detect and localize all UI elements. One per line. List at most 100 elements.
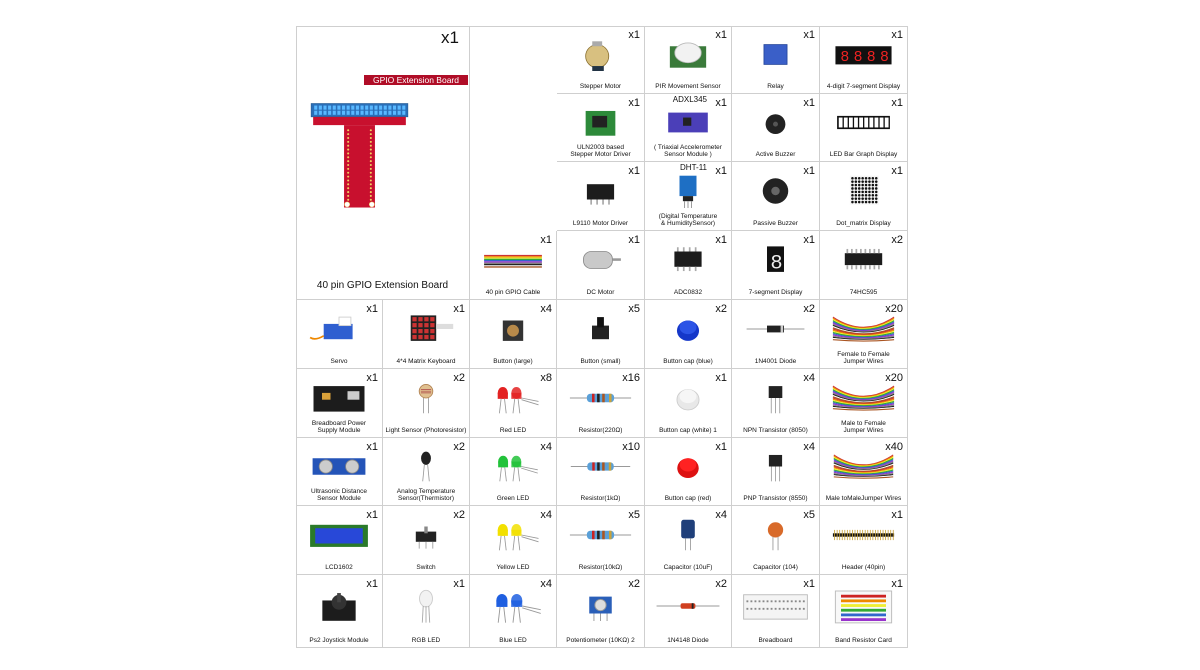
component-label: Analog Temperature Sensor(Thermistor): [396, 487, 456, 502]
component-label: Dot_matrix Display: [836, 219, 891, 227]
component-image: [476, 381, 550, 415]
component-image: [476, 450, 550, 483]
component-model-label: DHT-11: [680, 163, 707, 172]
component-image: [563, 381, 638, 415]
component-quantity: x1: [453, 303, 465, 315]
component-label: Servo: [330, 357, 348, 365]
component-image: [651, 518, 725, 552]
component-quantity: x1: [803, 29, 815, 41]
component-image: [826, 450, 901, 483]
component-quantity: x2: [453, 441, 465, 453]
component-quantity: x2: [453, 509, 465, 521]
component-image: [738, 587, 813, 625]
component-quantity: x1: [366, 441, 378, 453]
component-quantity: x1: [441, 28, 459, 47]
component-image: [563, 312, 638, 346]
component-label: Breadboard: [758, 636, 793, 644]
component-quantity: x1: [628, 29, 640, 41]
component-quantity: x20: [885, 372, 903, 384]
component-quantity: x10: [622, 441, 640, 453]
component-label: Button cap (blue): [663, 357, 713, 365]
component-label: RGB LED: [411, 636, 441, 644]
component-image: [563, 174, 638, 208]
svg-text:8: 8: [854, 50, 863, 66]
svg-text:8: 8: [840, 50, 849, 66]
component-label: Passive Buzzer: [753, 219, 798, 227]
component-image: [389, 450, 463, 483]
component-quantity: x2: [715, 578, 727, 590]
component-image: [389, 312, 463, 346]
component-quantity: x2: [803, 303, 815, 315]
component-quantity: x1: [891, 578, 903, 590]
component-image: [651, 312, 725, 346]
component-label: ( Triaxial Accelerometer Sensor Module ): [654, 143, 722, 158]
component-label: DC Motor: [586, 288, 615, 296]
component-quantity: x1: [366, 509, 378, 521]
component-quantity: x4: [540, 578, 552, 590]
component-label: Button (large): [493, 357, 533, 365]
component-quantity: x1: [715, 97, 727, 109]
component-quantity: x1: [803, 165, 815, 177]
component-quantity: x1: [891, 165, 903, 177]
component-image: [389, 381, 463, 415]
component-quantity: x1: [715, 29, 727, 41]
component-image: [738, 312, 813, 346]
component-image: [651, 243, 725, 277]
component-image: [302, 312, 376, 346]
component-image: [738, 381, 813, 415]
component-image: [563, 518, 638, 552]
component-quantity: x1: [628, 234, 640, 246]
component-label: L9110 Motor Driver: [572, 219, 629, 227]
component-quantity: x40: [885, 441, 903, 453]
component-label: Button (small): [580, 357, 621, 365]
component-image: [563, 38, 638, 71]
component-quantity: x1: [891, 29, 903, 41]
component-label: 4*4 Matrix Keyboard: [396, 357, 456, 365]
component-label: PIR Movement Sensor: [655, 82, 721, 90]
component-quantity: x1: [628, 165, 640, 177]
component-quantity: x1: [803, 234, 815, 246]
component-image: [826, 174, 901, 208]
component-quantity: x1: [715, 234, 727, 246]
component-image: [563, 450, 638, 483]
component-quantity: x4: [540, 441, 552, 453]
component-label: (Digital Temperature & HumiditySensor): [658, 212, 718, 227]
component-label: Header (40pin): [841, 563, 886, 571]
component-image: [826, 518, 901, 552]
component-label: Relay: [767, 82, 784, 90]
component-image: [651, 587, 725, 625]
component-image: [826, 381, 901, 415]
component-quantity: x1: [715, 165, 727, 177]
component-label: Male to Female Jumper Wires: [841, 419, 886, 434]
component-quantity: x4: [715, 509, 727, 521]
component-quantity: x5: [628, 509, 640, 521]
component-label: Red LED: [499, 426, 527, 434]
component-image: [826, 243, 901, 277]
component-quantity: x1: [891, 509, 903, 521]
component-quantity: x1: [453, 578, 465, 590]
component-image: [302, 587, 376, 625]
component-image: [302, 518, 376, 552]
component-label: LCD1602: [325, 563, 353, 571]
component-image: [476, 243, 550, 277]
